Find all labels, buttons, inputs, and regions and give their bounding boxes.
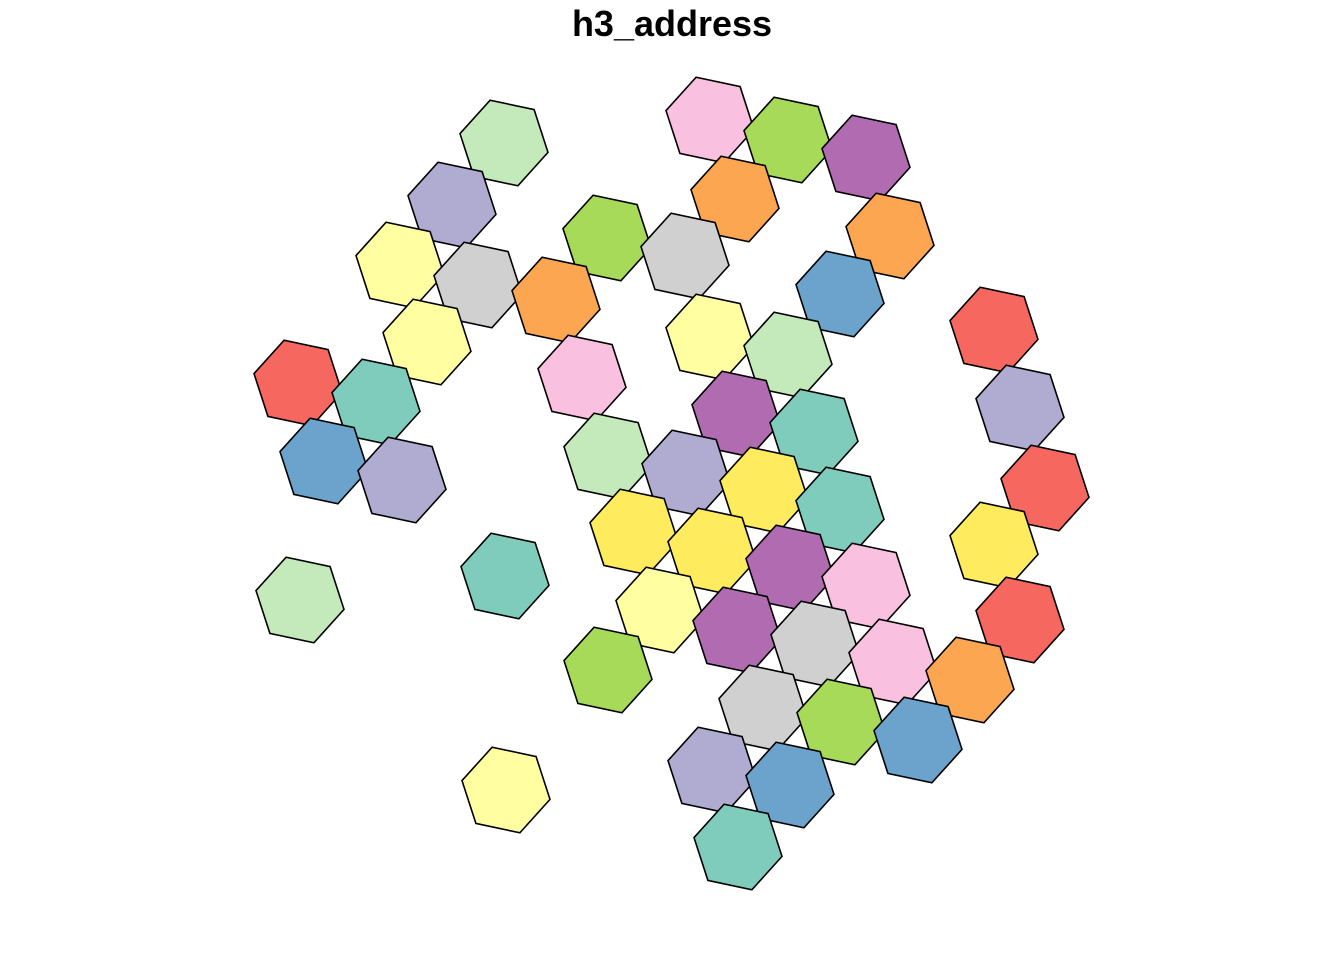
hex-cell: [925, 636, 1015, 724]
map-title: h3_address: [571, 3, 773, 44]
hex-cell: [615, 566, 705, 654]
hex-cell: [667, 726, 757, 814]
hex-cell: [382, 298, 472, 386]
hex-cell: [357, 436, 447, 524]
hex-cell: [255, 556, 345, 644]
hex-cell: [743, 96, 833, 184]
hex-cell: [796, 678, 886, 766]
hex-cell: [433, 241, 523, 329]
hex-cell: [460, 532, 550, 620]
hex-cell: [511, 256, 601, 344]
hex-cell: [537, 334, 627, 422]
hex-cell: [690, 155, 780, 243]
hex-cell: [355, 221, 445, 309]
hex-cell: [665, 293, 755, 381]
hex-cell: [279, 417, 369, 505]
hex-cell: [665, 76, 755, 164]
hex-cell: [949, 501, 1039, 589]
hex-cell: [563, 412, 653, 500]
hex-cell: [949, 286, 1039, 374]
hex-cell: [692, 586, 782, 674]
hex-cell: [253, 339, 343, 427]
hex-cell: [563, 626, 653, 714]
hex-cell: [459, 99, 549, 187]
hex-cell: [693, 803, 783, 891]
hex-cell: [795, 250, 885, 338]
hex-cell: [975, 364, 1065, 452]
hex-cell: [562, 194, 652, 282]
hex-cell: [845, 192, 935, 280]
hex-cell: [821, 114, 911, 202]
hex-cell: [745, 741, 835, 829]
hex-cell: [589, 488, 679, 576]
hex-cell: [461, 746, 551, 834]
hex-cell: [640, 212, 730, 300]
hex-cell: [975, 576, 1065, 664]
hex-cell: [1000, 444, 1090, 532]
hex-cell: [873, 696, 963, 784]
